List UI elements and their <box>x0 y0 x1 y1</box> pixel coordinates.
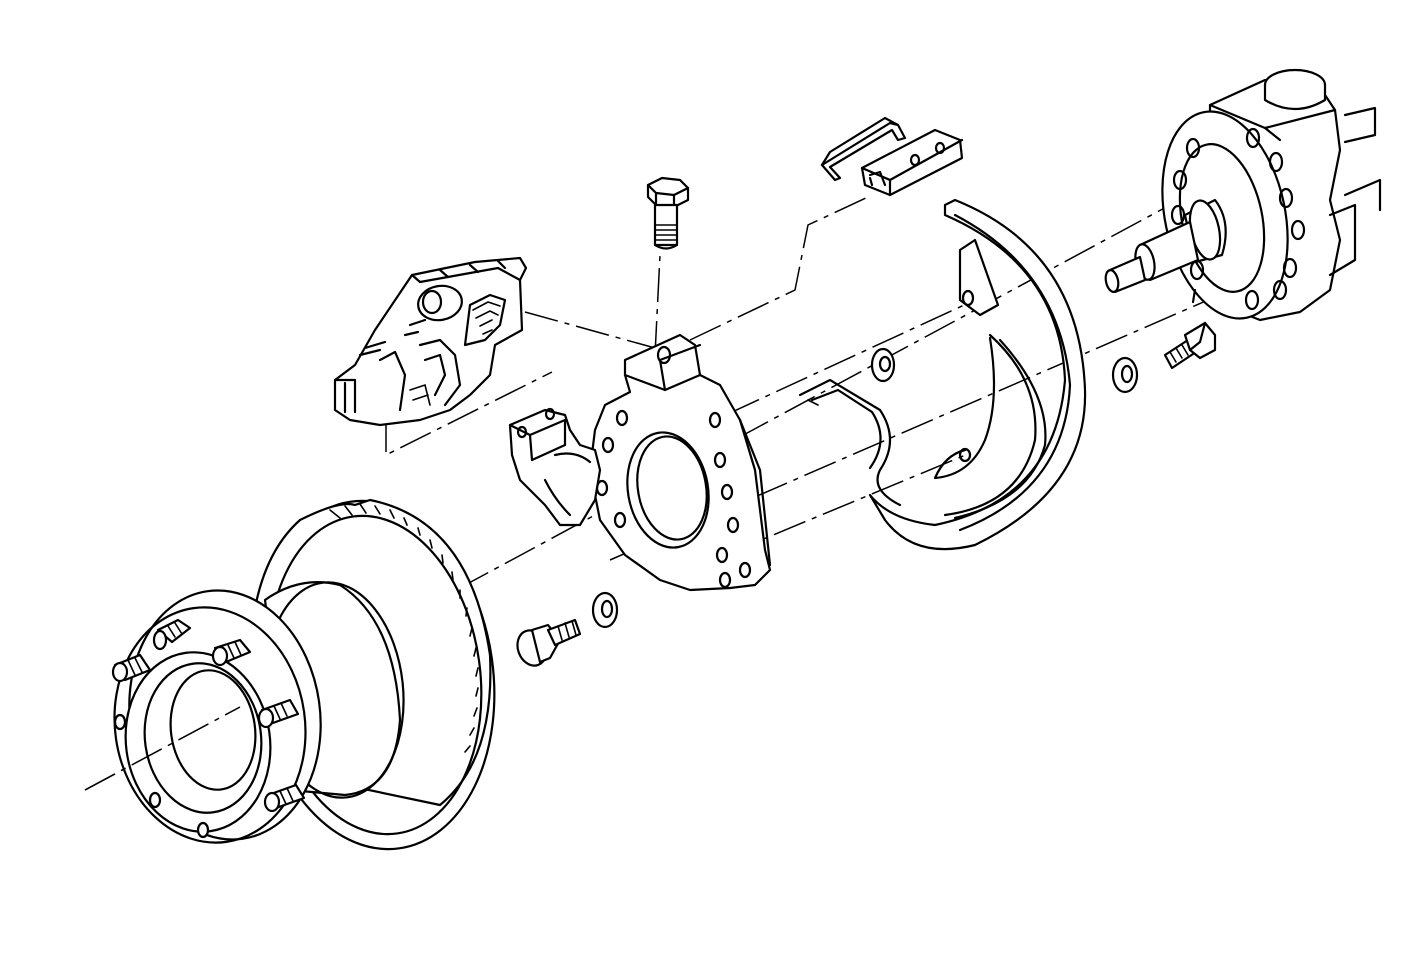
wheel-stud <box>111 653 152 683</box>
stud-end <box>196 821 210 839</box>
washer-upper <box>870 347 896 383</box>
rotor-vent-ring <box>329 503 479 753</box>
wheel-stud <box>211 638 252 667</box>
caliper-key <box>860 128 964 197</box>
anchor-plate-bolt-holes <box>595 409 752 589</box>
brake-caliper <box>333 256 528 427</box>
anchor-bolt-lower <box>516 618 582 667</box>
hub-and-rotor <box>113 498 496 851</box>
caliper-support-key <box>508 407 602 527</box>
wheel-stud <box>257 698 300 729</box>
washers <box>591 347 1139 629</box>
anchor-bolt-rear <box>1163 321 1217 370</box>
dust-shield <box>798 198 1087 551</box>
caliper-anchor-plate <box>588 333 772 592</box>
anchor-bolt-top <box>646 176 690 250</box>
wheel-stud <box>263 783 306 813</box>
stud-end <box>148 791 162 809</box>
steering-knuckle-spindle <box>1104 68 1382 322</box>
stud-end <box>113 713 127 731</box>
hub-centerline <box>84 706 241 791</box>
washer-lower <box>591 591 619 629</box>
wheel-stud <box>152 618 192 651</box>
washer-rear <box>1111 356 1139 394</box>
key-retainer-spring <box>820 116 907 182</box>
wheel-studs <box>111 618 306 839</box>
